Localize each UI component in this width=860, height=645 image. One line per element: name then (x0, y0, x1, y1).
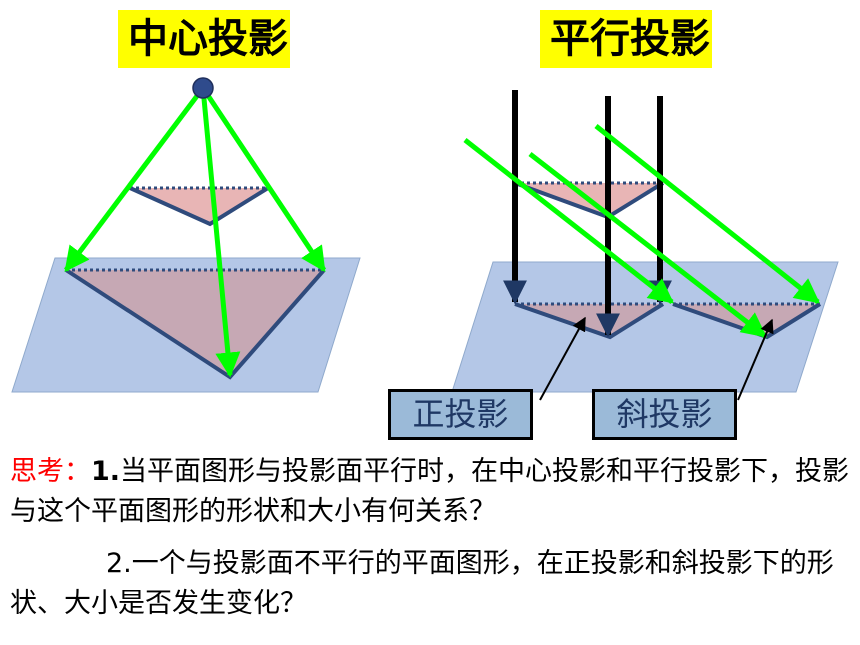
central-ray-left (64, 86, 205, 272)
oblique-ray-3 (594, 124, 820, 304)
think-label: 思考： (10, 456, 91, 487)
question-2: 2.一个与投影面不平行的平面图形，在正投影和斜投影下的形状、大小是否发生变化？ (10, 544, 855, 624)
oblique-pointer-arrow (737, 318, 774, 401)
question-2-number: 2. (106, 548, 132, 579)
central-projection-group (11, 77, 361, 393)
question-2-text: 一个与投影面不平行的平面图形，在正投影和斜投影下的形状、大小是否发生变化？ (10, 548, 834, 619)
orthographic-projection-label: 正投影 (388, 389, 533, 440)
oblique-ray-2 (528, 152, 767, 338)
central-shadow-triangle (66, 270, 324, 377)
question-1-text: 当平面图形与投影面平行时，在中心投影和平行投影下，投影与这个平面图形的形状和大小… (10, 456, 850, 527)
central-object-triangle (130, 188, 268, 224)
orthographic-pointer-arrow (539, 316, 586, 401)
parallel-projection-title: 平行投影 (540, 10, 712, 68)
question-1: 思考：1.当平面图形与投影面平行时，在中心投影和平行投影下，投影与这个平面图形的… (10, 452, 855, 532)
light-source-point (192, 77, 214, 99)
orthographic-shadow-triangle (515, 304, 663, 337)
central-projection-title: 中心投影 (118, 10, 290, 68)
parallel-projection-group (451, 90, 839, 401)
oblique-ray-1 (463, 138, 674, 304)
question-1-number: 1. (91, 456, 121, 487)
central-ray-right (200, 86, 327, 273)
parallel-projection-plane (451, 261, 839, 393)
central-ray-middle (200, 87, 241, 378)
oblique-projection-label: 斜投影 (592, 389, 737, 440)
